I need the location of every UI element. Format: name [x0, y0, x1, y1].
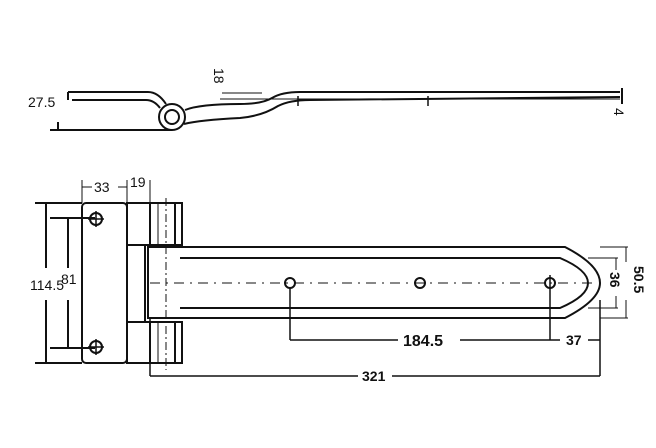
dim-4: 4 [611, 108, 627, 116]
plate-hole-bottom [88, 339, 104, 355]
knuckle-top [126, 202, 183, 246]
dim-321: 321 [362, 368, 386, 384]
knuckle-middle [126, 244, 146, 323]
dim-50-5: 50.5 [631, 266, 647, 293]
top-view: 27.5 18 4 [28, 68, 627, 131]
plate-hole-top [88, 211, 104, 227]
pin-inner [164, 109, 180, 125]
left-leaf [68, 91, 167, 109]
leaf-plate [81, 202, 128, 364]
dim-37: 37 [566, 332, 582, 348]
strap-lower [183, 96, 621, 125]
strap-hole-2 [414, 277, 426, 289]
dim-18: 18 [211, 68, 227, 84]
strap-outline [147, 246, 602, 319]
dim-81: 81 [61, 271, 77, 287]
dim-27-5: 27.5 [28, 94, 55, 110]
knuckle-bottom [126, 321, 183, 364]
dim-19: 19 [130, 174, 146, 190]
strap-upper [184, 91, 620, 111]
bottom-view: 114.5 81 33 19 184.5 37 321 36 50.5 [30, 174, 647, 384]
pin-outer [158, 103, 186, 131]
dim-36: 36 [607, 272, 623, 288]
dim-33: 33 [94, 179, 110, 195]
dim-184-5: 184.5 [403, 333, 443, 350]
dim-114-5: 114.5 [30, 277, 64, 293]
